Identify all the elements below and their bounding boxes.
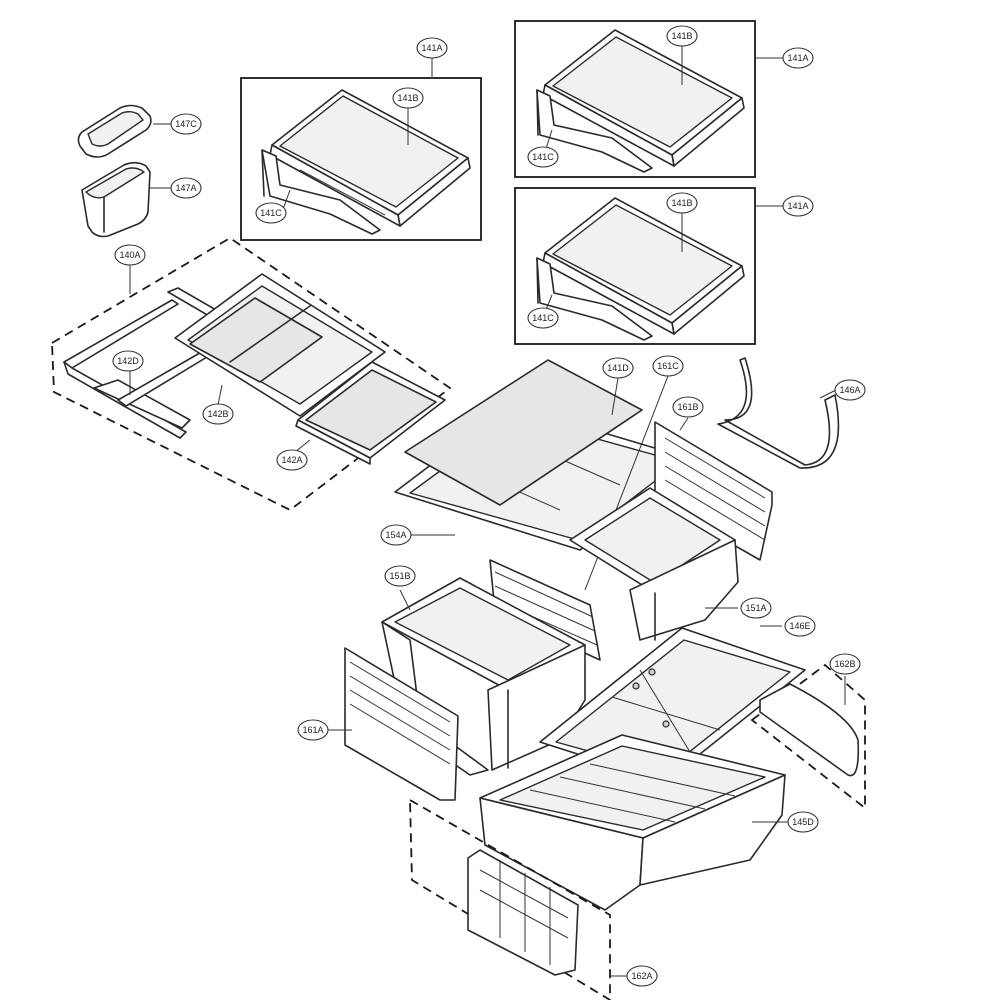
part-callouts: 141A 141B 141C 141B 141A 141C 141B 141A 141C 147C… [112,25,866,987]
callout-c162b: 162B [829,653,861,675]
callout-c141a-r2: 141A [782,195,814,217]
callout-c141a-top: 141A [416,37,448,59]
callout-label: 141B [397,93,418,103]
callout-label: 147A [175,183,196,193]
callout-label: 141A [787,53,808,63]
callout-c161b: 161B [672,396,704,418]
callout-label: 141A [421,43,442,53]
callout-c141d: 141D [602,357,634,379]
callout-label: 161B [677,402,698,412]
callout-c151b: 151B [384,565,416,587]
bin-147A [81,161,172,238]
shelf-assembly-141A-right-lower [514,187,784,345]
callout-c141c-r2: 141C [527,307,559,329]
callout-c142b: 142B [202,403,234,425]
callout-c147a: 147A [170,177,202,199]
callout-label: 140A [119,250,140,260]
cover-146A [717,357,840,469]
callout-c145d: 145D [787,811,819,833]
callout-label: 141D [607,363,629,373]
callout-label: 141C [532,313,554,323]
callout-label: 146E [789,621,810,631]
callout-label: 141A [787,201,808,211]
shelf-assembly-141A-right-upper [514,20,784,178]
callout-c141c-r1: 141C [527,146,559,168]
callout-label: 162B [834,659,855,669]
partition-161B [654,417,773,561]
callout-label: 142A [281,455,302,465]
callout-c147c: 147C [170,113,202,135]
callout-c146e: 146E [784,615,816,637]
callout-label: 141C [260,208,282,218]
callout-c161a: 161A [297,719,329,741]
drawer-151A [569,487,739,641]
callout-label: 151B [389,571,410,581]
callout-label: 161A [302,725,323,735]
egg-tray-147C [77,104,172,158]
callout-c141b-r1: 141B [666,25,698,47]
callout-label: 142D [117,356,139,366]
callout-label: 141C [532,152,554,162]
shelf-assembly-140A [51,236,452,512]
callout-c161c: 161C [652,355,684,377]
callout-label: 141B [671,31,692,41]
callout-label: 161C [657,361,679,371]
pan-145D [479,734,788,911]
callout-c162a: 162A [626,965,658,987]
callout-c141a-r1: 141A [782,47,814,69]
callout-c140a: 140A [114,244,146,266]
callout-c146a: 146A [834,379,866,401]
callout-label: 154A [385,530,406,540]
callout-label: 146A [839,385,860,395]
callout-label: 145D [792,817,814,827]
callout-label: 147C [175,119,197,129]
callout-label: 151A [745,603,766,613]
cover-162B [750,663,866,810]
callout-label: 141B [671,198,692,208]
callout-label: 142B [207,409,228,419]
callout-c141c-top: 141C [255,202,287,224]
callout-label: 162A [631,971,652,981]
callout-c151a: 151A [740,597,772,619]
callout-c141b-top: 141B [392,87,424,109]
shelf-assembly-141A-top [240,58,482,241]
callout-c142a: 142A [276,449,308,471]
callout-c154a: 154A [380,524,412,546]
callout-c141b-r2: 141B [666,192,698,214]
callout-c142d: 142D [112,350,144,372]
partition-161A [328,647,459,801]
cover-162A [409,798,628,1000]
